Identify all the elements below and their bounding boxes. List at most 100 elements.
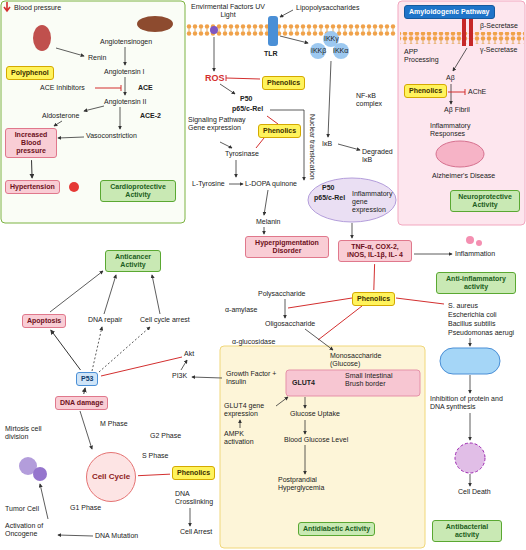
kidney-icon [33,25,51,51]
text-label: Signaling Pathway Gene expression [188,116,246,132]
arrow [264,227,265,234]
text-label: Lipopolysaccharides [296,4,359,12]
text-label: AMPK activation [224,430,264,446]
compound-box: Phenolics [262,76,305,90]
arrow [40,484,48,519]
cardio-panel [1,1,185,223]
arrow [305,329,333,350]
text-label: Growth Factor + Insulin [226,370,278,386]
text-label: Blood pressure [14,4,61,12]
text-label: α-glucosidase [232,338,275,346]
cycle-circle: Cell Cycle [86,452,136,502]
text-label: P50 [322,184,334,192]
text-label: Angiotensin I [104,68,144,76]
outcome-box: TNF-α, COX-2, iNOS, IL-1β, IL- 4 [338,240,412,262]
arrow [470,338,471,346]
arrow [328,61,331,137]
arrow-connector [84,388,85,394]
text-label: Alzheimer's Disease [432,172,495,180]
arrow [220,142,232,148]
text-label: Melanin [256,218,281,226]
activity-box: Antibacterial activity [432,520,502,542]
text-label: p65/c-Rel [314,194,345,202]
activity-box: Cardioprotective Activity [100,180,176,202]
arrow [125,77,126,95]
arrow [451,84,452,104]
app-protein [462,18,466,46]
outcome-box: DNA damage [55,396,108,410]
nucleus [308,178,396,222]
text-label: TLR [264,50,278,58]
compound-box: Phenolics [258,124,301,138]
text-label: Oligosaccharide [265,320,315,328]
neuro-panel [398,1,525,225]
node-text: Anti-inflammatory activity [441,275,511,291]
text-label: S Phase [142,452,168,460]
text-label: Activation of Oncogene [5,522,53,538]
arrow [192,377,222,378]
arrow [305,445,306,474]
arrow [58,535,93,536]
arrow [453,48,467,71]
arrow [125,47,126,65]
arrow [56,48,84,56]
text-label: Inflammation [455,250,495,258]
inhibition-line [256,138,264,148]
text-label: L-Tyrosine [192,180,225,188]
node-text: Apoptosis [27,317,61,325]
text-label: GLUT4 [292,379,315,387]
text-label: Degraded IκB [362,148,396,164]
inhibition-line [318,306,362,340]
text-label: DNA Mutation [95,532,138,540]
ikk-subunit [333,43,349,59]
compound-box: Phenolics [172,466,215,480]
text-label: IKKγ [324,35,339,43]
arrow [264,190,268,215]
arrow [92,327,102,371]
brain-icon [436,141,484,167]
text-label: α-amylase [225,306,257,314]
text-label: ACE [138,84,153,92]
arrow [104,275,116,314]
text-label: IKKβ [311,47,326,55]
text-label: Angiotensin II [104,98,146,106]
text-label: Nuclear translocation [308,114,316,180]
arrow [190,508,191,526]
text-label: Envirmental Factors UV Light [190,3,266,19]
inhibition-connector [373,264,375,290]
dead-cell-icon [455,443,485,473]
node-text: P53 [81,375,93,383]
inhibition-line [226,75,260,81]
text-label: Cell cycle arrest [140,316,190,324]
node-text: DNA damage [60,399,103,407]
text-label: Monosaccharide (Glucose) [330,352,398,368]
arrow [54,121,62,126]
arrow [305,397,306,408]
text-label: Aβ [446,74,455,82]
activity-box: Anticancer Activity [105,250,161,272]
text-label: AChE [468,88,486,96]
node-text: Phenolics [409,87,442,95]
text-label: L-DOPA quinone [245,180,297,188]
text-label: Inhibition of protein and DNA synthesis [430,395,510,411]
arrow [285,299,286,318]
node-text: Antibacterial activity [437,523,497,539]
node-text: Phenolics [267,79,300,87]
text-label: G2 Phase [150,432,181,440]
arrow-connector [31,160,33,178]
arrow [338,144,360,150]
text-label: IKKα [333,47,348,55]
node-text: Anticancer Activity [110,253,156,269]
inhibition-line [396,298,444,304]
compound-box: Polyphenol [6,66,54,80]
inhibition-line [448,89,465,95]
arrow [214,37,215,71]
arrow [470,474,471,486]
node-text: Phenolics [177,469,210,477]
inhibition-connector [138,474,170,476]
liver-icon [137,16,173,32]
uv-icon [210,26,218,34]
arrow [414,254,452,255]
text-label: ACE Inhibitors [40,84,85,92]
